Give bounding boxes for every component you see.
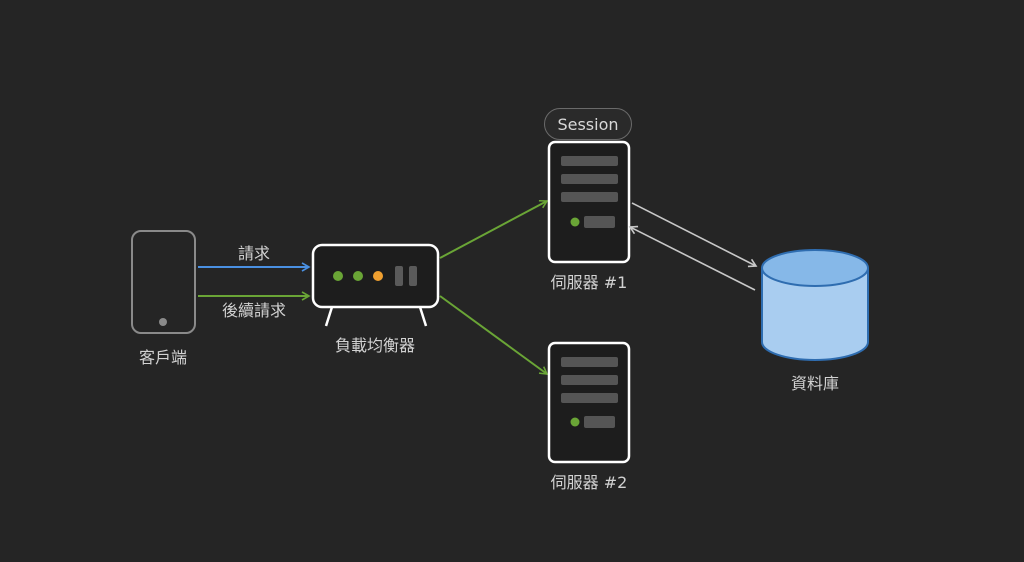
load-balancer-icon — [311, 243, 440, 327]
request-label: 請求 — [237, 244, 271, 263]
server2-label: 伺服器 #2 — [550, 473, 628, 492]
led-green — [353, 271, 363, 281]
client-phone-icon — [131, 230, 196, 334]
database-label: 資料庫 — [790, 374, 840, 393]
led-orange — [373, 271, 383, 281]
client-label: 客戶端 — [138, 348, 188, 367]
database-icon — [761, 249, 869, 361]
server2-icon — [547, 341, 631, 464]
server1-icon — [547, 140, 631, 264]
session-badge: Session — [544, 108, 632, 140]
route-to-server2-arrow — [439, 295, 549, 375]
subsequent-request-label: 後續請求 — [221, 301, 287, 320]
load-balancer-label: 負載均衡器 — [334, 336, 416, 355]
server1-label: 伺服器 #1 — [550, 273, 628, 292]
route-to-server1-arrow — [439, 199, 549, 259]
server1-to-database-arrow — [631, 202, 758, 268]
database-to-server1-arrow — [628, 225, 756, 291]
led-green — [333, 271, 343, 281]
